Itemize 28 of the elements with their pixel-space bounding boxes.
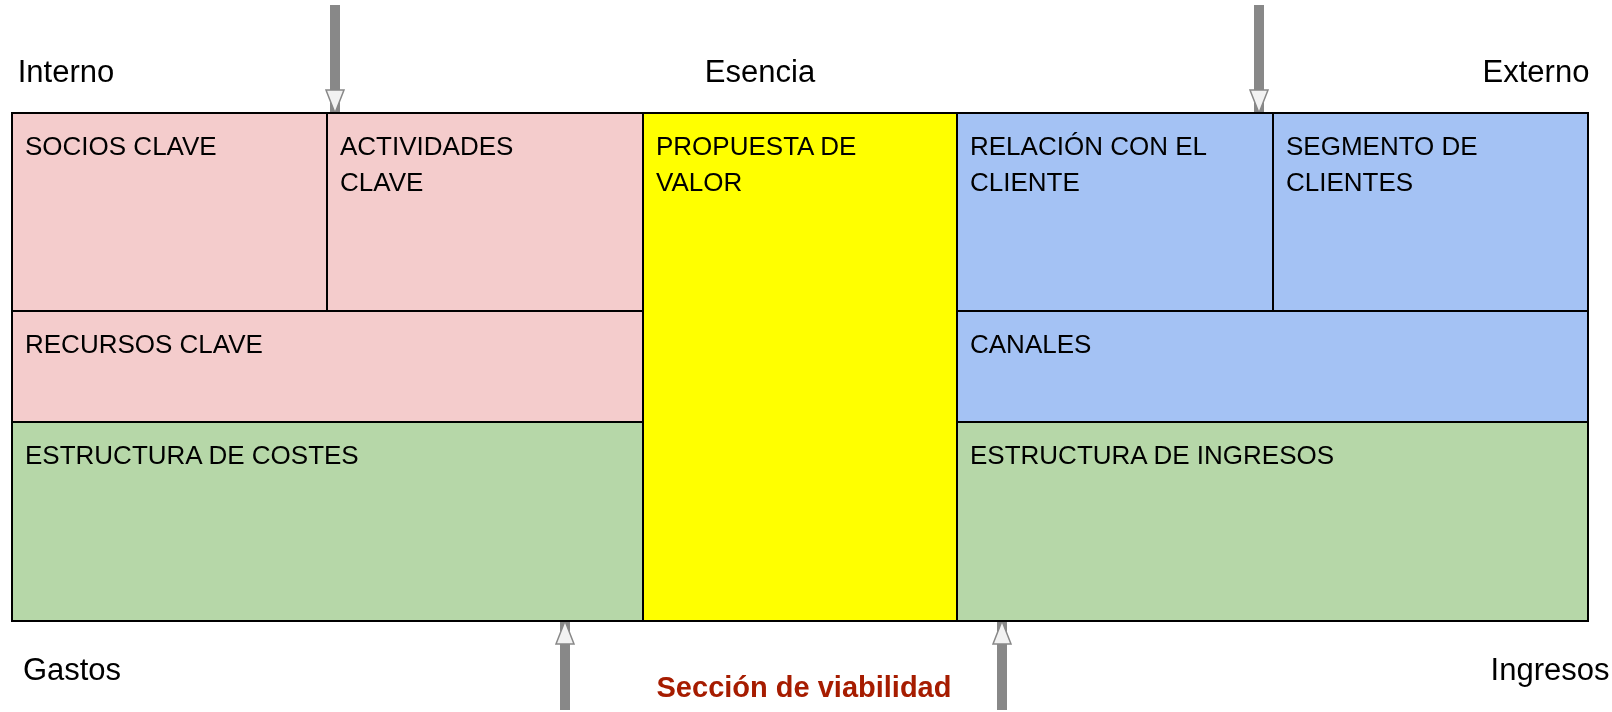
block-title: SEGMENTO DE CLIENTES	[1286, 130, 1479, 200]
axis-label: Ingresos	[1490, 652, 1610, 688]
axis-label: Esencia	[704, 54, 816, 90]
block-title: CANALES	[970, 328, 1093, 361]
canvas-block	[956, 112, 1274, 312]
arrow	[325, 5, 345, 114]
canvas-block	[1272, 112, 1589, 312]
canvas-block	[956, 421, 1589, 622]
block-title: ESTRUCTURA DE COSTES	[25, 439, 360, 472]
block-title: PROPUESTA DE VALOR	[656, 130, 858, 200]
arrow	[992, 620, 1012, 710]
arrow	[1249, 5, 1269, 114]
axis-label: Gastos	[22, 652, 122, 688]
block-title: ESTRUCTURA DE INGRESOS	[970, 439, 1336, 472]
canvas-block	[11, 421, 644, 622]
canvas-block	[11, 112, 328, 312]
arrow	[555, 620, 575, 710]
canvas-block	[956, 310, 1589, 423]
section-caption: Sección de viabilidad	[656, 670, 952, 704]
block-title: RECURSOS CLAVE	[25, 328, 264, 361]
axis-label: Externo	[1482, 54, 1590, 90]
block-title: ACTIVIDADES CLAVE	[340, 130, 515, 200]
axis-label: Interno	[17, 54, 115, 90]
canvas-block	[11, 310, 644, 423]
canvas-block	[326, 112, 644, 312]
block-title: RELACIÓN CON EL CLIENTE	[970, 130, 1207, 200]
canvas-block	[642, 112, 958, 622]
block-title: SOCIOS CLAVE	[25, 130, 218, 163]
